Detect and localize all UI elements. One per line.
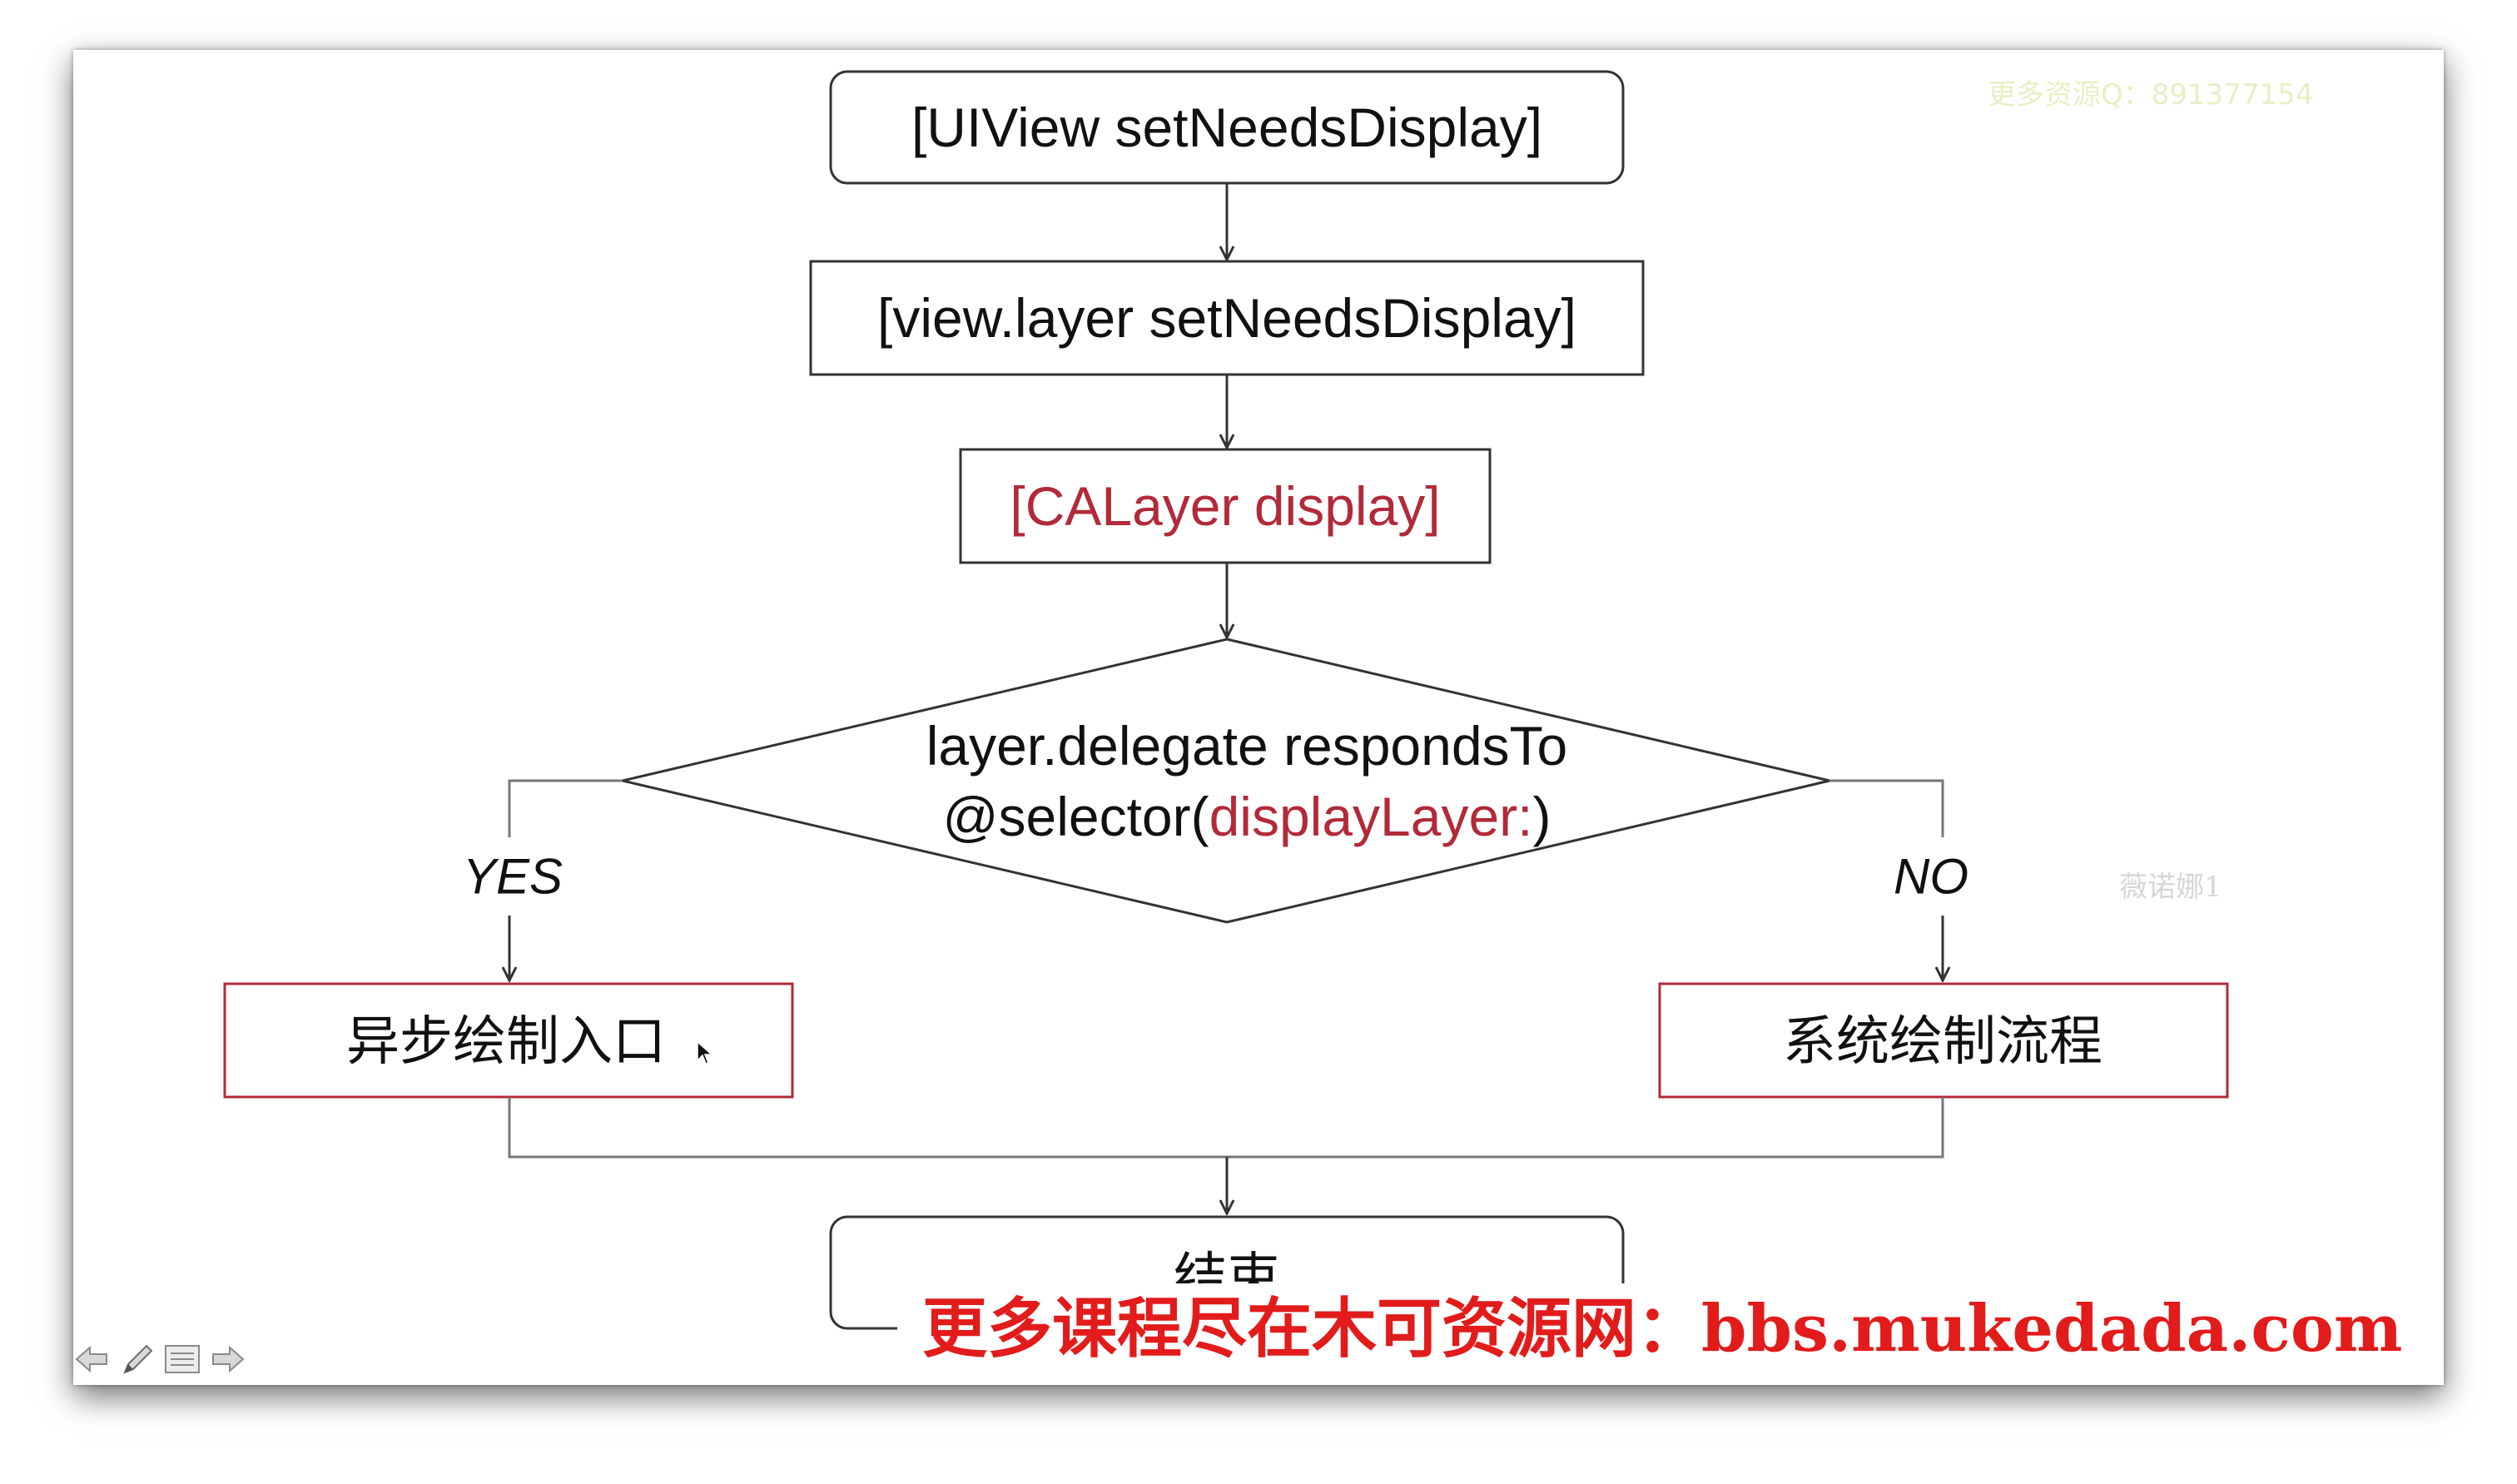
decision-line-1: layer.delegate respondsTo bbox=[926, 715, 1568, 777]
watermark-top: 更多资源Q：891377154 bbox=[1988, 78, 2314, 112]
yes-branch-line bbox=[508, 779, 623, 837]
no-result-box bbox=[1658, 982, 2229, 1099]
step-1-label: [UIView setNeedsDisplay] bbox=[911, 97, 1542, 158]
promo-banner: 更多课程尽在木可资源网：bbs.mukedada.com bbox=[897, 1283, 2437, 1375]
arrow-left-icon[interactable] bbox=[73, 1342, 112, 1377]
yes-result-box bbox=[223, 982, 794, 1099]
decision-diamond bbox=[622, 638, 1830, 924]
step-3-label: [CALayer display] bbox=[1010, 475, 1440, 537]
pen-icon[interactable] bbox=[118, 1342, 156, 1377]
decision-line-2-highlight: displayLayer: bbox=[1209, 786, 1533, 847]
decision-line-2-prefix: @selector( bbox=[943, 786, 1209, 847]
arrow-right-icon[interactable] bbox=[208, 1342, 246, 1377]
no-branch-line bbox=[1829, 779, 1944, 837]
mouse-cursor-icon bbox=[696, 1040, 714, 1070]
slide-controls bbox=[73, 1338, 246, 1380]
step-3-box bbox=[959, 448, 1492, 564]
decision-line-2: @selector(displayLayer:) bbox=[943, 786, 1551, 847]
menu-icon[interactable] bbox=[163, 1342, 201, 1377]
yes-result-label: 异步绘制入口 bbox=[346, 1011, 666, 1073]
decision-line-2-suffix: ) bbox=[1532, 786, 1551, 847]
step-2-box bbox=[809, 260, 1645, 376]
no-label: NO bbox=[1894, 849, 1968, 905]
flowchart: [UIView setNeedsDisplay] [view.layer set… bbox=[223, 70, 2229, 1330]
yes-label: YES bbox=[463, 849, 563, 905]
slide: [UIView setNeedsDisplay] [view.layer set… bbox=[73, 50, 2444, 1385]
merge-line bbox=[508, 1097, 1944, 1159]
step-2-label: [view.layer setNeedsDisplay] bbox=[877, 287, 1576, 349]
no-result-label: 系统绘制流程 bbox=[1783, 1011, 2102, 1073]
watermark-middle: 薇诺娜1 bbox=[2119, 871, 2222, 904]
